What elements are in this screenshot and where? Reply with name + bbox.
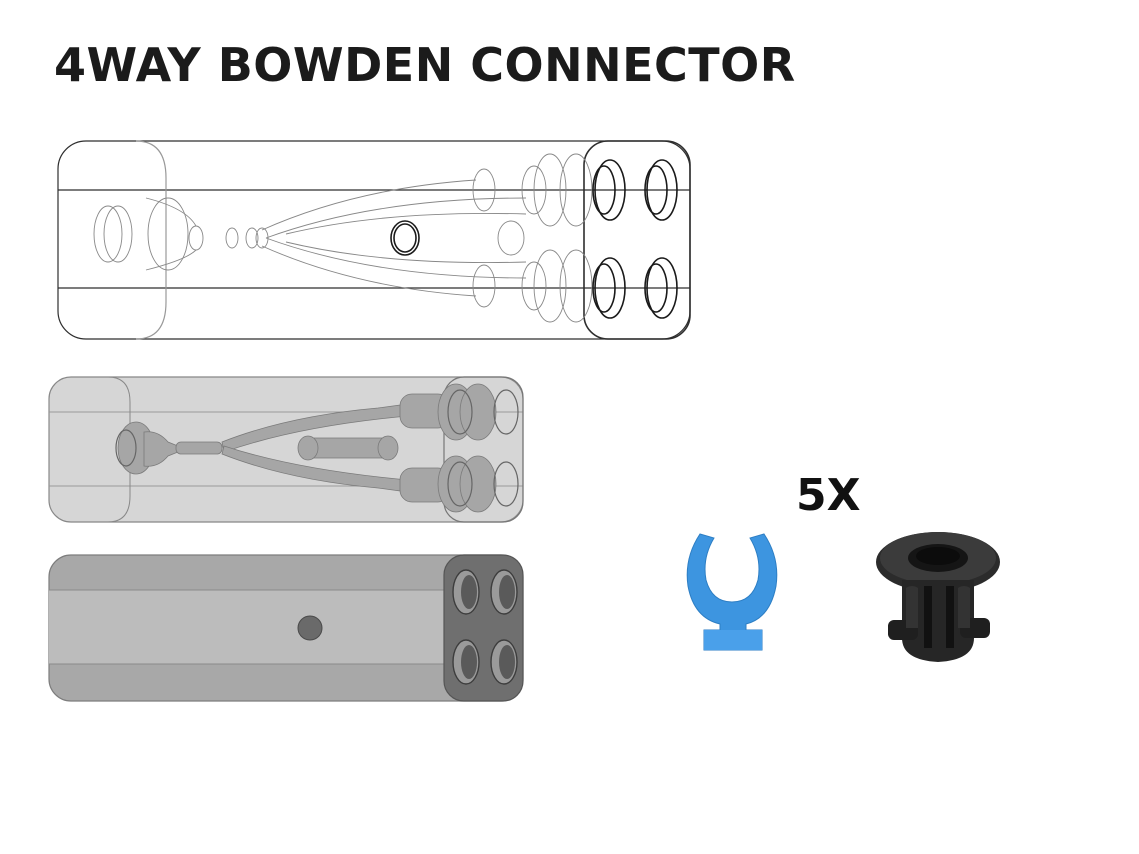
connector-transparent-view — [48, 376, 524, 523]
quantity-label: 5X — [796, 470, 861, 521]
page-title: 4WAY BOWDEN CONNECTOR — [54, 38, 796, 92]
connector-solid-view — [48, 554, 524, 702]
blue-collet-clip-icon — [686, 533, 778, 651]
connector-wireframe-view — [57, 140, 691, 340]
black-collet-icon — [876, 532, 1000, 662]
